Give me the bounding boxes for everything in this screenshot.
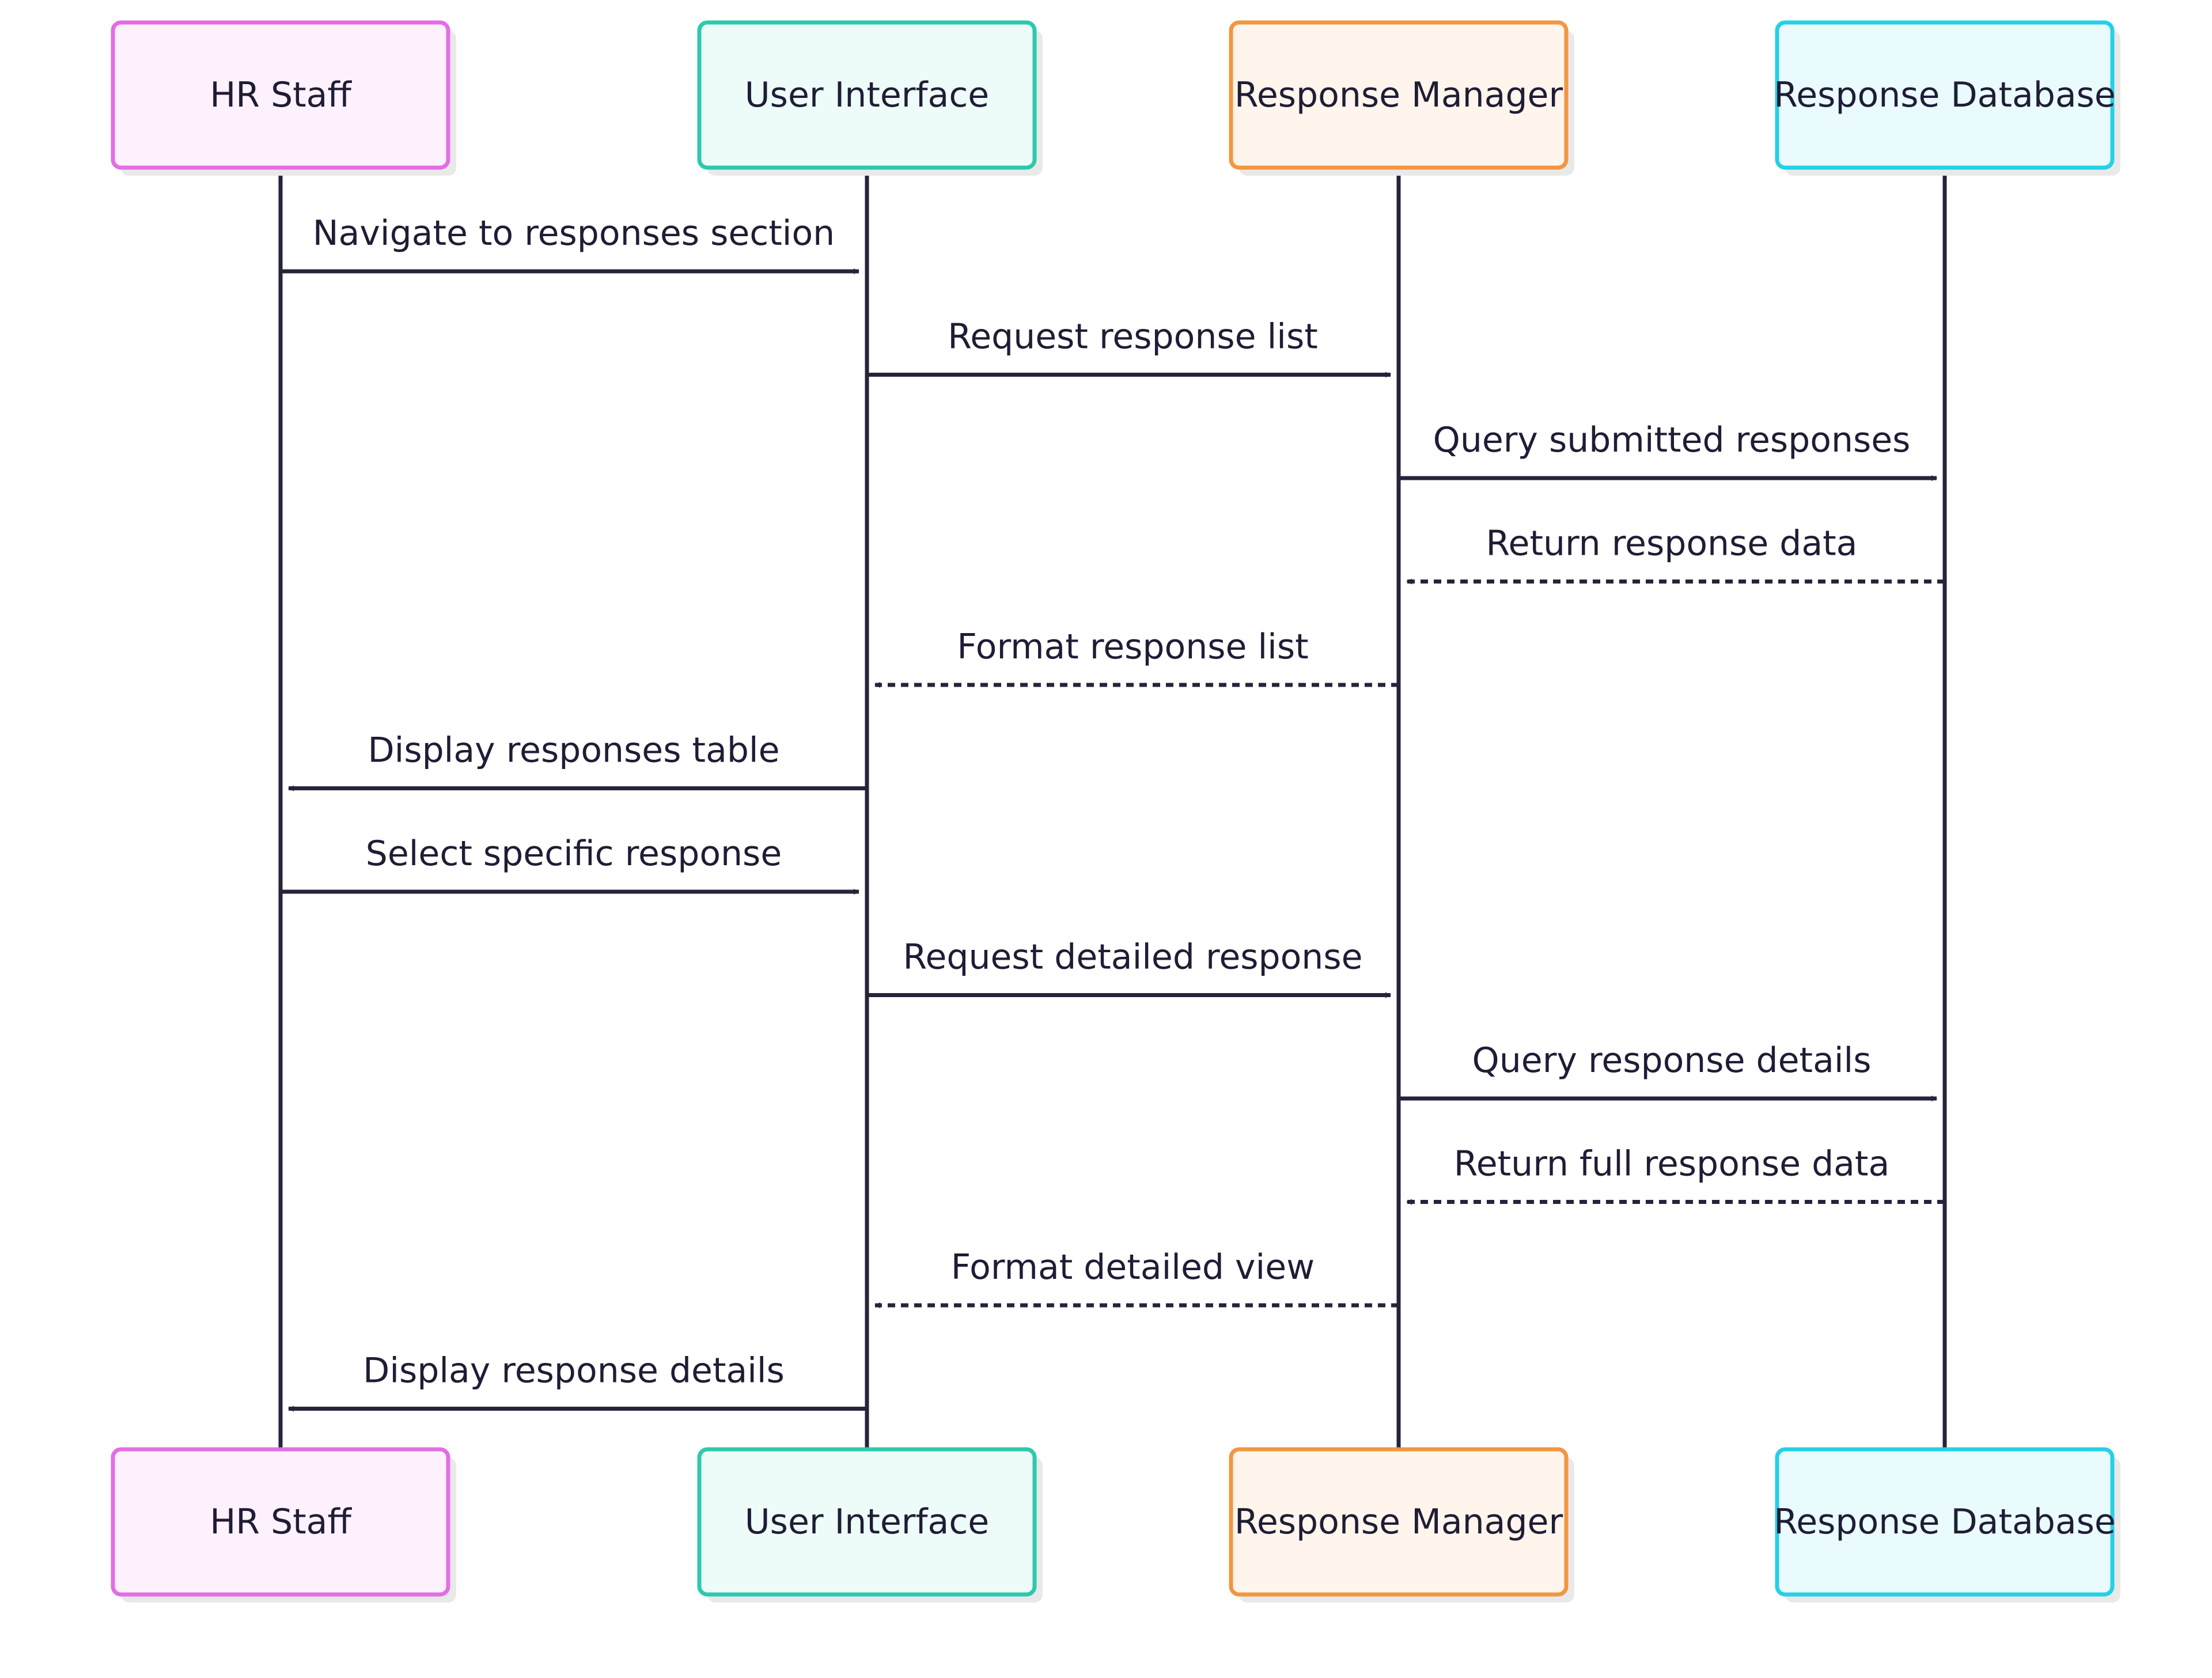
actor-db-top[interactable]: Response Database	[1774, 20, 2120, 176]
message-label: Return full response data	[1454, 1144, 1889, 1184]
actor-hr-bottom[interactable]: HR Staff	[111, 1447, 456, 1603]
message-label: Query response details	[1472, 1040, 1872, 1081]
message-3: Query submitted responses	[1399, 420, 1937, 481]
message-2: Request response list	[867, 317, 1391, 378]
message-label: Navigate to responses section	[313, 213, 835, 253]
message-label: Request response list	[948, 317, 1318, 357]
message-label: Return response data	[1486, 524, 1858, 564]
message-9: Query response details	[1399, 1040, 1937, 1101]
message-7: Select specific response	[281, 834, 859, 895]
message-label: Request detailed response	[903, 937, 1362, 978]
lifelines	[278, 168, 1947, 1449]
actor-box	[111, 20, 450, 170]
actor-box	[697, 1447, 1037, 1597]
message-11: Format detailed view	[874, 1247, 1399, 1308]
message-8: Request detailed response	[867, 937, 1391, 998]
actor-ui-top[interactable]: User Interface	[697, 20, 1043, 176]
actor-box	[1775, 20, 2115, 170]
actor-label: HR Staff	[210, 75, 352, 115]
message-10: Return full response data	[1406, 1144, 1945, 1205]
message-4: Return response data	[1406, 524, 1945, 585]
message-label: Display responses table	[368, 730, 779, 771]
message-1: Navigate to responses section	[281, 213, 859, 274]
actor-box	[1775, 1447, 2115, 1597]
actor-db-bottom[interactable]: Response Database	[1774, 1447, 2120, 1603]
actor-rm-top[interactable]: Response Manager	[1229, 20, 1574, 176]
actor-box	[1229, 1447, 1569, 1597]
actor-label: Response Manager	[1234, 1502, 1563, 1542]
actor-ui-bottom[interactable]: User Interface	[697, 1447, 1043, 1603]
message-5: Format response list	[874, 627, 1399, 688]
actor-rm-bottom[interactable]: Response Manager	[1229, 1447, 1574, 1603]
message-label: Select specific response	[366, 834, 782, 874]
actor-label: Response Database	[1774, 1502, 2116, 1542]
actor-hr-top[interactable]: HR Staff	[111, 20, 456, 176]
actor-label: HR Staff	[210, 1502, 352, 1542]
message-12: Display response details	[288, 1351, 867, 1412]
actor-label: Response Manager	[1234, 75, 1563, 115]
actor-box	[111, 1447, 450, 1597]
actor-box	[1229, 20, 1569, 170]
message-label: Format response list	[957, 627, 1308, 667]
message-label: Format detailed view	[951, 1247, 1315, 1287]
actor-label: User Interface	[745, 1502, 989, 1542]
message-6: Display responses table	[288, 730, 867, 791]
message-label: Query submitted responses	[1433, 420, 1911, 460]
actor-label: Response Database	[1774, 75, 2116, 115]
message-label: Display response details	[363, 1351, 785, 1391]
actor-label: User Interface	[745, 75, 989, 115]
actor-box	[697, 20, 1037, 170]
